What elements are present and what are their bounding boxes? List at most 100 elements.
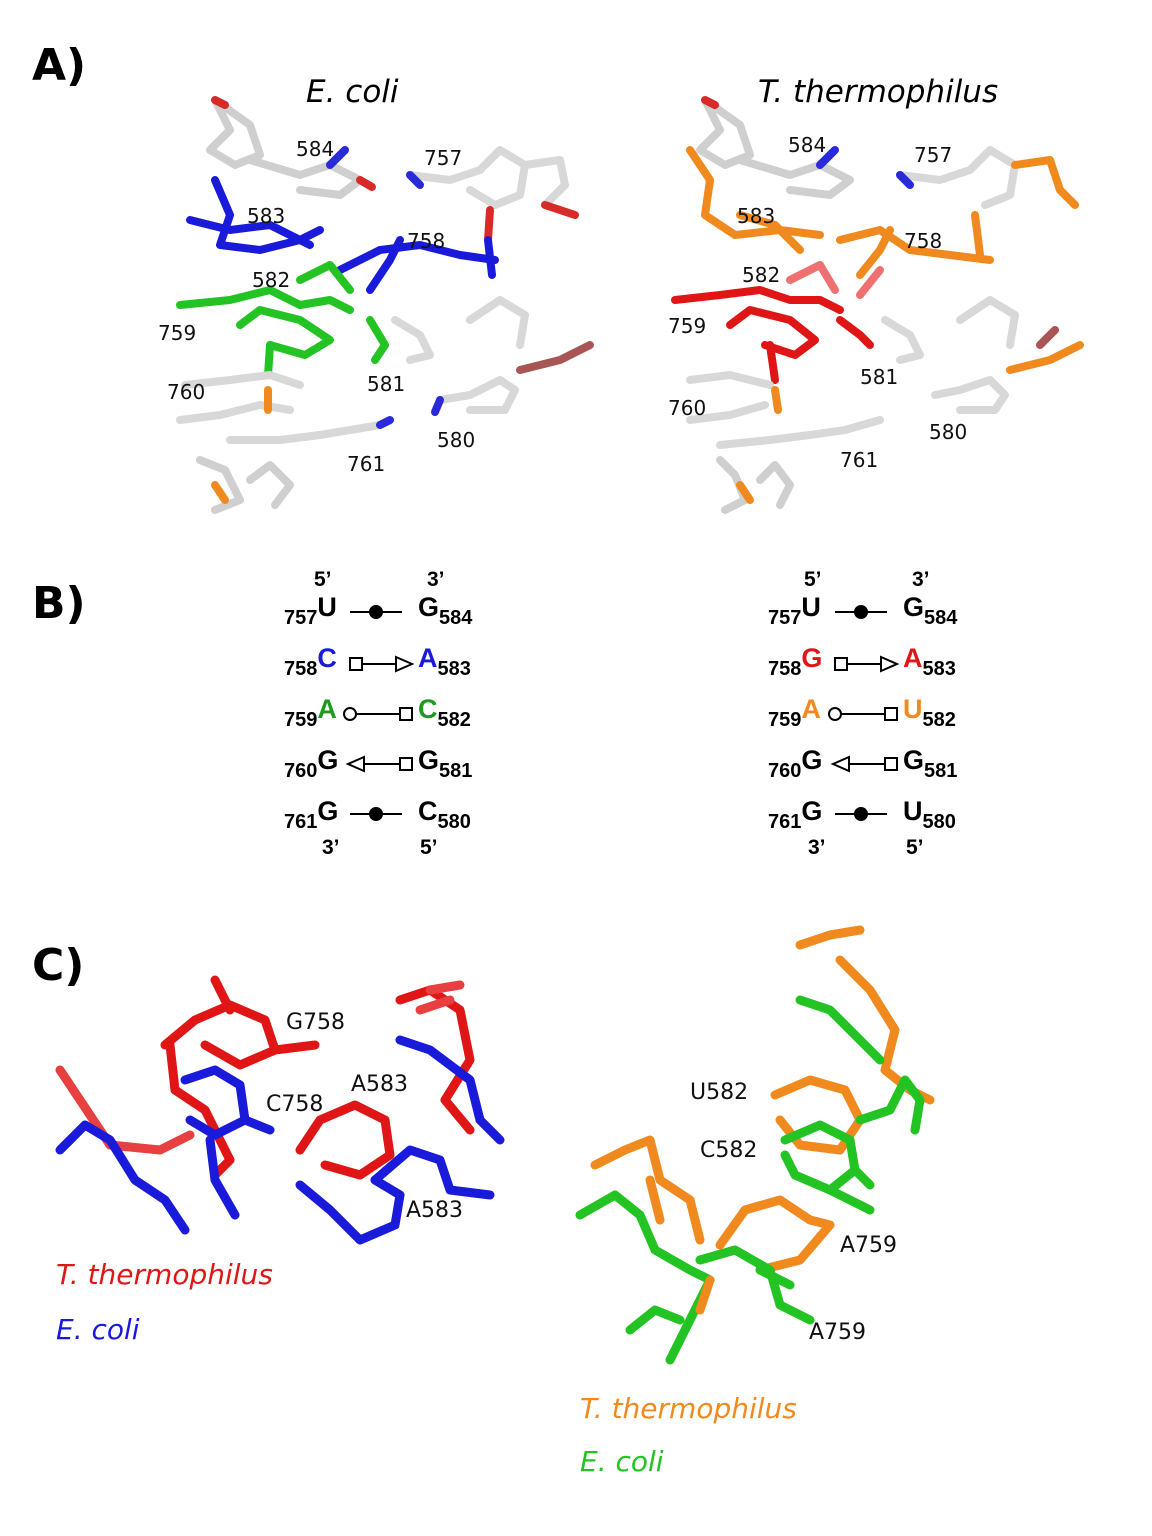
nucleotide-letter: G (317, 796, 339, 826)
label-a583-bottom: A583 (406, 1198, 464, 1223)
strand-end-bottom-left: 3’ (322, 836, 340, 859)
label-580-right: 580 (929, 420, 968, 444)
residue-number: 584 (924, 607, 958, 629)
strand-end-bottom-right: 5’ (420, 836, 438, 859)
legend-right-ecoli: E. coli (580, 1445, 664, 1478)
residue-number: 580 (922, 811, 956, 833)
panel-a-right-title: T. thermophilus (758, 74, 999, 110)
nucleotide-letter: U (801, 592, 821, 622)
strand-end-top-right-r: 3’ (912, 568, 930, 591)
nucleotide-letter: C (418, 796, 438, 826)
nucleotide-letter: A (801, 694, 821, 724)
ecoli-structure (176, 96, 594, 514)
panel-c-label: C) (32, 940, 85, 991)
residue-number: 760 (768, 760, 802, 782)
label-761-right: 761 (840, 448, 879, 472)
bp-left-residue: 758G (768, 643, 823, 680)
nucleotide-letter: U (903, 694, 923, 724)
residue-number: 584 (439, 607, 473, 629)
bp-right-residue: A583 (418, 643, 471, 680)
bp-right-residue: U580 (903, 796, 956, 833)
panel-a-left-title: E. coli (306, 74, 399, 110)
nucleotide-letter: G (317, 745, 339, 775)
residue-number: 758 (768, 658, 802, 680)
nucleotide-letter: A (418, 643, 438, 673)
label-761-left: 761 (347, 452, 386, 476)
residue-number: 757 (284, 607, 318, 629)
label-581-right: 581 (860, 365, 899, 389)
strand-end-bottom-left-r: 3’ (808, 836, 826, 859)
bp-right-residue: G581 (418, 745, 472, 782)
label-757-right: 757 (914, 143, 953, 167)
residue-number: 761 (768, 811, 802, 833)
label-c582: C582 (700, 1138, 758, 1163)
residue-number: 759 (284, 709, 318, 731)
label-a759-top: A759 (840, 1233, 898, 1258)
nucleotide-letter: G (418, 745, 440, 775)
bp-left-residue: 759A (284, 694, 337, 731)
strand-end-bottom-right-r: 5’ (906, 836, 924, 859)
label-582-right: 582 (742, 263, 781, 287)
legend-left-tth: T. thermophilus (56, 1258, 273, 1291)
residue-number: 582 (922, 709, 956, 731)
legend-right-tth: T. thermophilus (580, 1392, 797, 1425)
nucleotide-letter: G (801, 643, 823, 673)
nucleotide-letter: G (903, 745, 925, 775)
residue-number: 581 (439, 760, 473, 782)
legend-left-ecoli: E. coli (56, 1313, 140, 1346)
tth-structure (671, 96, 1084, 514)
nucleotide-letter: A (317, 694, 337, 724)
residue-number: 759 (768, 709, 802, 731)
label-757-left: 757 (424, 146, 463, 170)
nucleotide-letter: C (418, 694, 438, 724)
panel-b-label: B) (32, 578, 86, 629)
strand-end-top-left-r: 5’ (804, 568, 822, 591)
label-758-left: 758 (407, 229, 446, 253)
label-580-left: 580 (437, 428, 476, 452)
bp-right-residue: G581 (903, 745, 957, 782)
strand-end-top-right: 3’ (427, 568, 445, 591)
label-581-left: 581 (367, 372, 406, 396)
label-a759-bottom: A759 (809, 1320, 867, 1345)
bp-left-residue: 759A (768, 694, 821, 731)
overlay-right (575, 925, 935, 1365)
bp-left-residue: 761G (284, 796, 339, 833)
bp-left-residue: 760G (768, 745, 823, 782)
residue-number: 583 (437, 658, 471, 680)
residue-number: 580 (437, 811, 471, 833)
nucleotide-letter: U (317, 592, 337, 622)
label-a583-top: A583 (351, 1072, 409, 1097)
bp-right-residue: U582 (903, 694, 956, 731)
panel-a-label: A) (32, 40, 87, 91)
label-760-right: 760 (668, 396, 707, 420)
label-758-right: 758 (904, 229, 943, 253)
nucleotide-letter: U (903, 796, 923, 826)
bp-right-residue: G584 (903, 592, 957, 629)
label-583-right: 583 (737, 204, 776, 228)
nucleotide-letter: G (801, 796, 823, 826)
residue-number: 760 (284, 760, 318, 782)
label-582-left: 582 (252, 268, 291, 292)
label-584-left: 584 (296, 137, 335, 161)
nucleotide-letter: A (903, 643, 923, 673)
label-u582: U582 (690, 1080, 749, 1105)
label-g758: G758 (286, 1010, 346, 1035)
nucleotide-letter: C (317, 643, 337, 673)
label-759-right: 759 (668, 314, 707, 338)
label-583-left: 583 (247, 204, 286, 228)
nucleotide-letter: G (801, 745, 823, 775)
strand-end-top-left: 5’ (314, 568, 332, 591)
residue-number: 761 (284, 811, 318, 833)
bp-symbols-left (343, 605, 415, 821)
residue-number: 583 (922, 658, 956, 680)
bp-right-residue: C582 (418, 694, 471, 731)
bp-symbols-right (828, 605, 900, 821)
nucleotide-letter: G (418, 592, 440, 622)
bp-left-residue: 761G (768, 796, 823, 833)
bp-left-residue: 758C (284, 643, 337, 680)
label-584-right: 584 (788, 133, 827, 157)
bp-left-residue: 760G (284, 745, 339, 782)
residue-number: 758 (284, 658, 318, 680)
residue-number: 581 (924, 760, 958, 782)
